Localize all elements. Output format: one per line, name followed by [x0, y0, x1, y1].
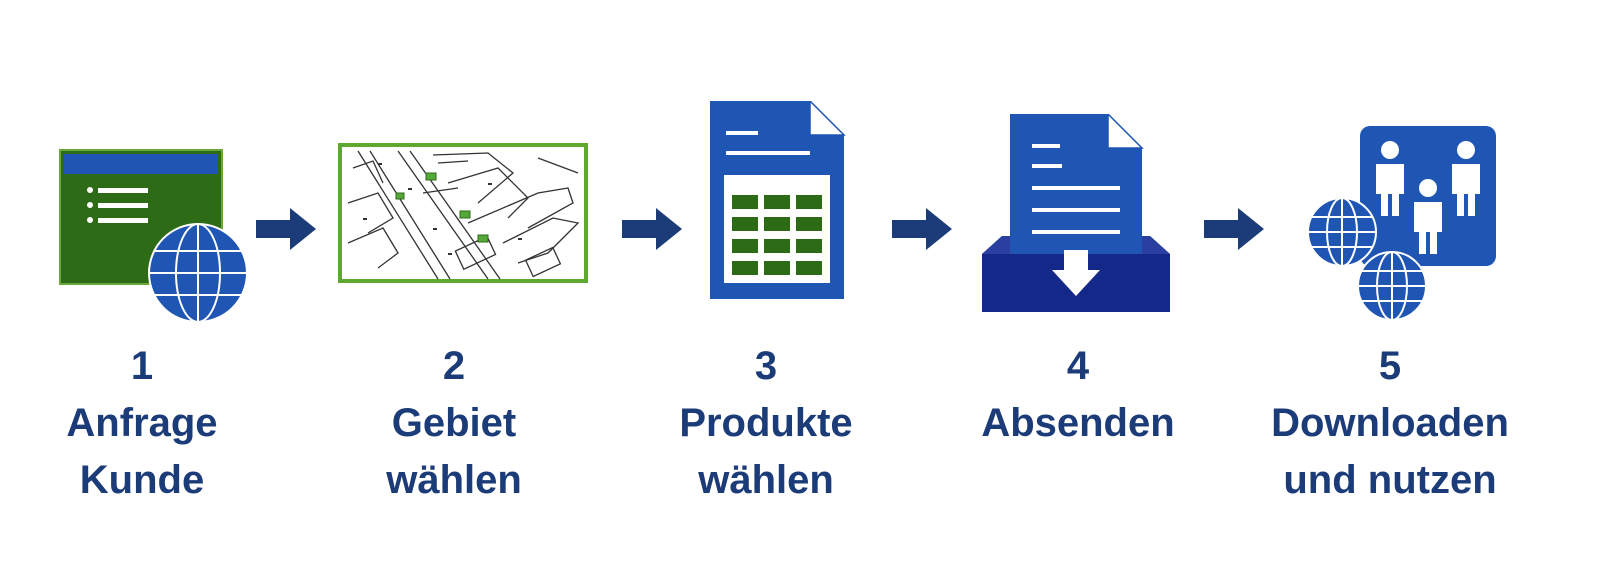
step-2-label: 2 Gebiet wählen: [304, 338, 604, 509]
step-title-line1: Absenden: [981, 401, 1175, 445]
step-title-line2: Kunde: [79, 458, 205, 502]
step-title-line1: Anfrage: [66, 401, 218, 445]
step-title-line2: und nutzen: [1283, 458, 1497, 502]
step-number: 1: [130, 344, 154, 388]
step-title-line1: Produkte: [679, 401, 853, 445]
map-area-icon: [338, 143, 588, 283]
step-4-label: 4 Absenden: [928, 338, 1228, 452]
step-1-label: 1 Anfrage Kunde: [0, 338, 292, 509]
arrow-right-icon: [256, 208, 316, 250]
step-number: 2: [442, 344, 466, 388]
arrow-right-icon: [892, 208, 952, 250]
step-title-line2: wählen: [698, 458, 834, 502]
step-title-line2: wählen: [386, 458, 522, 502]
arrow-right-icon: [1204, 208, 1264, 250]
step-number: 4: [1066, 344, 1090, 388]
step-title-line1: Downloaden: [1271, 401, 1509, 445]
step-5-label: 5 Downloaden und nutzen: [1240, 338, 1540, 509]
step-number: 3: [754, 344, 778, 388]
request-form-globe-icon: [59, 149, 248, 323]
arrow-right-icon: [622, 208, 682, 250]
product-table-document-icon: [710, 101, 846, 299]
document-inbox-download-icon: [982, 114, 1170, 312]
step-number: 5: [1378, 344, 1402, 388]
step-3-label: 3 Produkte wählen: [616, 338, 916, 509]
users-globe-icon: [1307, 126, 1496, 321]
step-title-line1: Gebiet: [391, 401, 517, 445]
